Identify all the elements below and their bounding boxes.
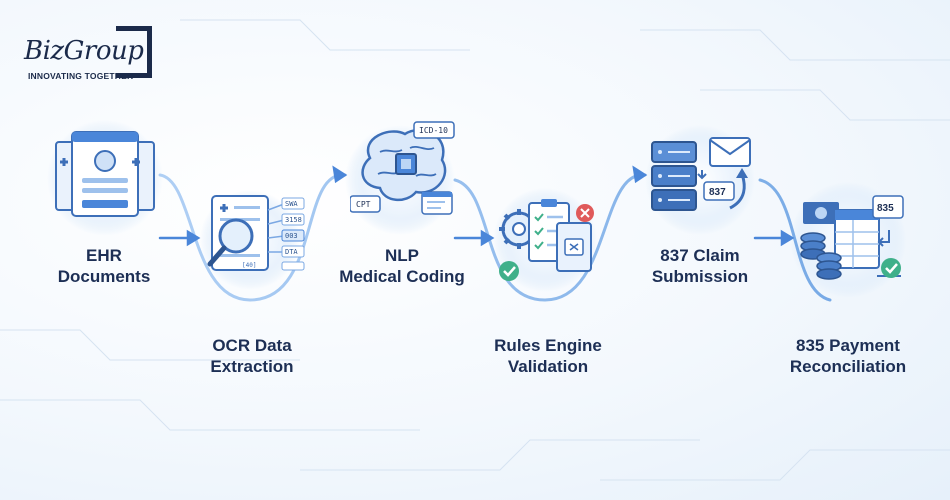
brain-chip-icon: ICD-10 CPT	[350, 121, 455, 215]
checklist-gear-icon	[499, 199, 594, 281]
stage-label-ehr-documents: EHR Documents	[14, 245, 194, 287]
svg-text:DTA: DTA	[285, 248, 298, 256]
svg-text:[40]: [40]	[242, 262, 256, 269]
stage-label-line1: 835 Payment	[796, 336, 900, 355]
logo-frame	[116, 26, 152, 78]
circuit-lines	[0, 19, 950, 481]
stage-label-line1: Rules Engine	[494, 336, 602, 355]
stage-label-line2: Medical Coding	[339, 267, 465, 286]
ehr-documents-icon	[55, 131, 155, 217]
stage-label-line2: Documents	[57, 267, 151, 286]
stage-label-line2: Submission	[651, 267, 749, 286]
logo-tagline: INNOVATING TOGETHER	[28, 71, 134, 81]
svg-text:835: 835	[877, 203, 894, 214]
svg-text:003: 003	[285, 232, 298, 240]
ocr-magnifier-icon: [40] SWA 3158 003 DTA	[207, 195, 305, 271]
stage-label-rules-validation: Rules Engine Validation	[458, 335, 638, 377]
stage-label-line2: Validation	[507, 357, 589, 376]
stage-label-ocr-extraction: OCR Data Extraction	[162, 335, 342, 377]
stage-label-837-claim: 837 Claim Submission	[610, 245, 790, 287]
server-envelope-icon: 837	[651, 137, 751, 211]
svg-text:SWA: SWA	[285, 200, 298, 208]
stage-label-line1: 837 Claim	[660, 246, 740, 265]
stage-label-line1: EHR	[86, 246, 122, 265]
logo-brand: BizGroup	[24, 36, 144, 66]
stage-label-line1: OCR Data	[212, 336, 292, 355]
svg-text:ICD-10: ICD-10	[419, 126, 448, 135]
bizgroup-logo: BizGroup INNOVATING TOGETHER	[22, 26, 157, 84]
stage-label-line2: Extraction	[210, 357, 294, 376]
svg-text:CPT: CPT	[356, 200, 371, 209]
stage-label-line2: Reconciliation	[789, 357, 907, 376]
svg-text:3158: 3158	[285, 216, 302, 224]
flow-arrows	[158, 165, 795, 247]
stage-label-835-payment: 835 Payment Reconciliation	[758, 335, 938, 377]
stage-label-line1: NLP	[385, 246, 419, 265]
flow-path	[158, 173, 832, 302]
svg-text:837: 837	[709, 187, 726, 198]
coins-spreadsheet-icon: 835	[800, 195, 904, 280]
stage-label-nlp-coding: NLP Medical Coding	[312, 245, 492, 287]
